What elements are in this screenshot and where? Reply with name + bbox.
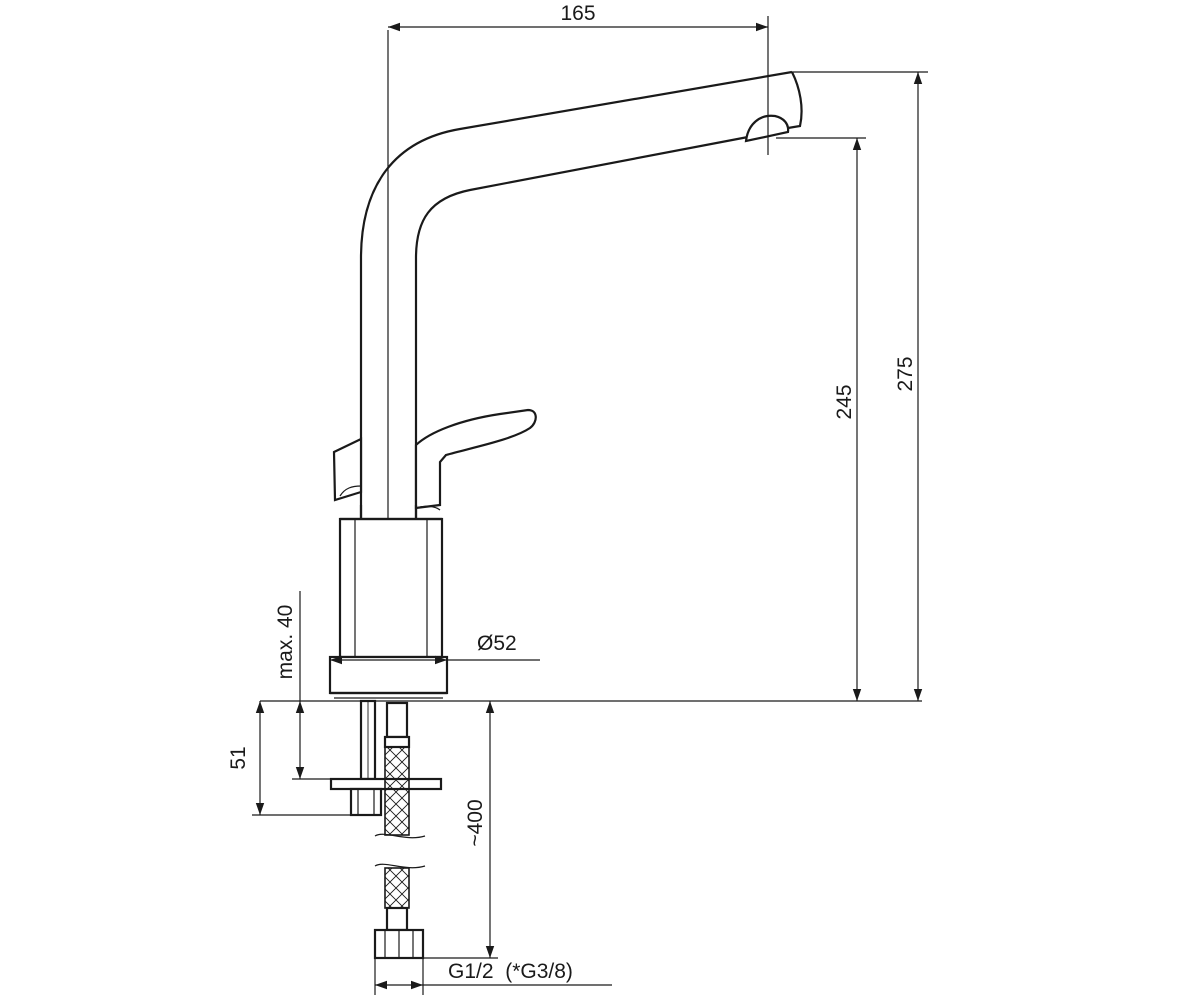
dimension-base-diameter: Ø52 (330, 632, 540, 665)
dimension-total-height: 275 (792, 71, 928, 701)
dimension-label-400: ~400 (464, 799, 487, 846)
flexible-hose (373, 701, 426, 960)
fixing-nut (349, 787, 383, 817)
hose-lower-crimp (385, 906, 409, 932)
dimension-outlet-height: 245 (776, 137, 866, 701)
lever-handle (414, 408, 537, 510)
hose-crimp (383, 735, 411, 749)
dimension-connection-thread: G1/2 (*G3/8) (374, 958, 612, 995)
dimension-label-275: 275 (894, 356, 917, 391)
dimension-label-165: 165 (560, 2, 595, 25)
dimension-label-max40: max. 40 (274, 605, 297, 680)
hose-braid-upper (384, 746, 410, 836)
dimension-fixing-length: 51 (227, 701, 355, 816)
dimension-hose-length: ~400 (423, 701, 498, 959)
dimension-label-51: 51 (227, 746, 250, 769)
dimension-label-245: 245 (833, 384, 856, 419)
dimension-label-diameter: Ø52 (477, 632, 517, 655)
break-line-bottom (374, 863, 426, 869)
spout-inner-contour (414, 135, 749, 520)
base-ring (328, 655, 449, 695)
spout-tip (787, 71, 803, 130)
dimension-spout-reach: 165 (387, 2, 769, 520)
faucet-body (328, 70, 803, 699)
cartridge-cap (332, 437, 363, 502)
cartridge-fillet (339, 485, 441, 511)
aerator (744, 114, 790, 143)
hose-braid-lower (384, 867, 410, 909)
break-line-top (374, 833, 426, 839)
body-cylinder (338, 517, 444, 659)
dimension-max-thickness: max. 40 (274, 591, 331, 780)
dimension-label-thread: G1/2 (*G3/8) (448, 960, 573, 983)
hose-upper-fitting (385, 701, 409, 739)
spout-outer-contour (359, 70, 793, 520)
